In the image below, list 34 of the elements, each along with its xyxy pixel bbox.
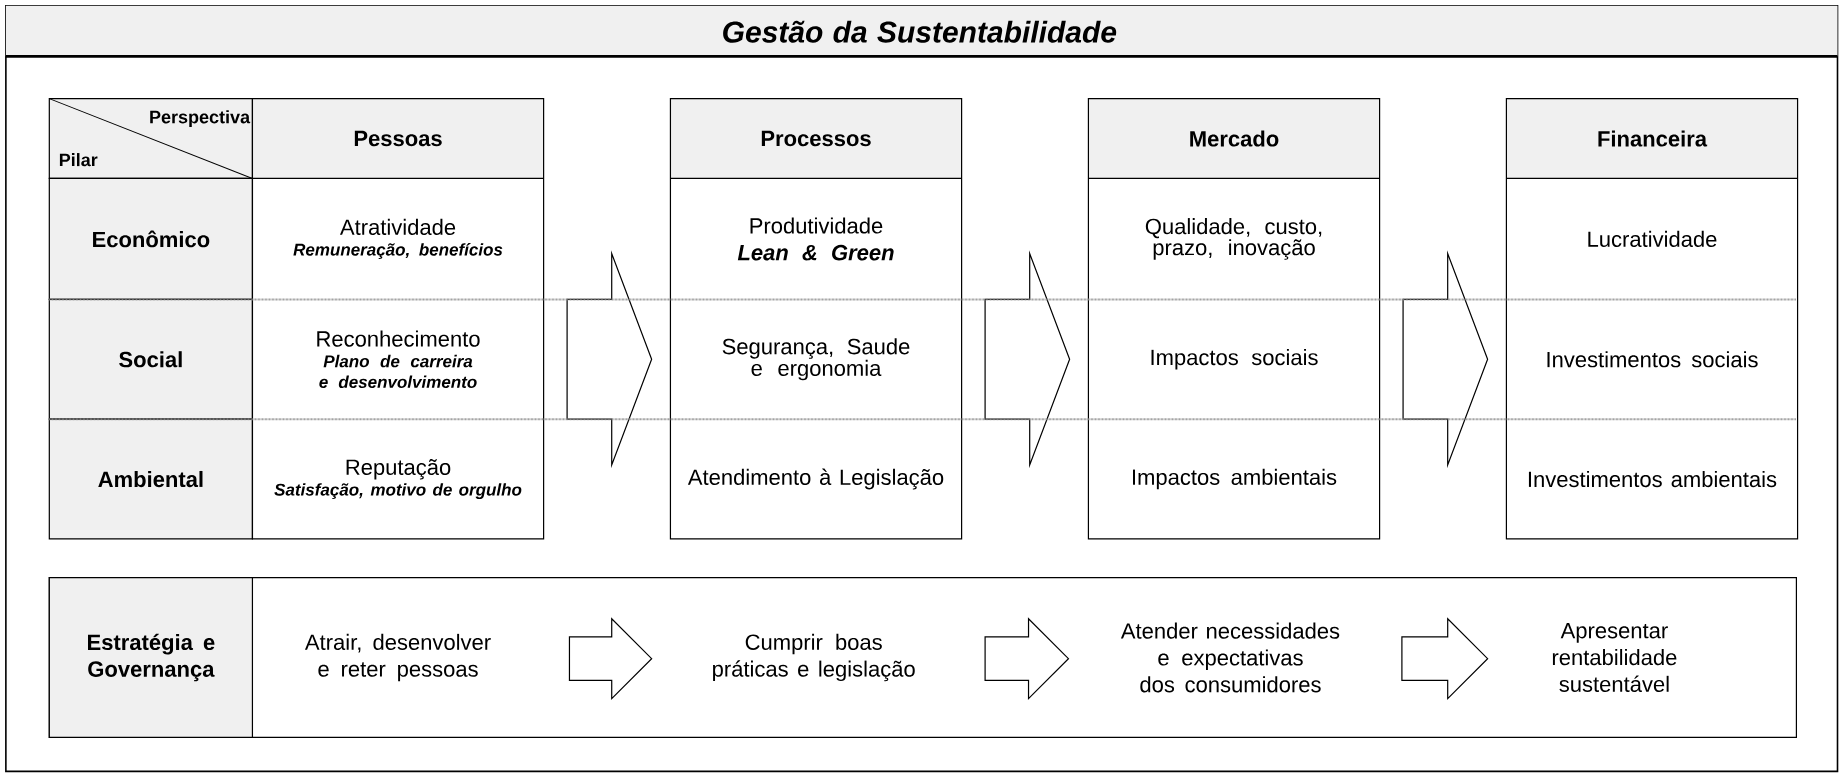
cell-text: Reputação Satisfação, motivo de orgulho	[274, 459, 522, 500]
cell-text: Produtividade Lean & Green	[737, 217, 894, 261]
cell-text: Investimentos sociais	[1547, 351, 1758, 368]
cell-text: Qualidade, custo, prazo, inovação	[1145, 218, 1322, 260]
block-arrow	[1402, 250, 1489, 469]
block-arrow	[984, 617, 1070, 701]
cell-text: Lucratividade	[1588, 230, 1717, 247]
step-text: Atender necessidades e expectativas dos consumidores	[1120, 622, 1340, 693]
row-header-cell: Econômico	[48, 177, 254, 300]
cell-text: Segurança, Saude e ergonomia	[722, 338, 910, 381]
title-bar: Gestão da Sustentabilidade	[5, 5, 1838, 58]
row-header-cell: Estratégia e Governança	[48, 577, 254, 738]
step-text: Cumprir boas práticas e legislação	[713, 633, 915, 682]
column-header: Mercado	[1190, 130, 1279, 147]
step-text: Apresentar rentabilidade sustentável	[1552, 623, 1677, 692]
column-header: Processos	[761, 130, 871, 147]
step-text: Atrair, desenvolver e reter pessoas	[304, 633, 491, 682]
cell-text: Atratividade Remuneração, benefícios	[293, 218, 503, 259]
block-arrow	[568, 617, 653, 701]
column-header: Financeira	[1598, 130, 1708, 147]
row-header-cell: Social	[48, 298, 254, 420]
cell-text: Reconhecimento Plano de carreira e desenvolvimento	[317, 330, 480, 389]
node-label: Perspectiva	[150, 110, 251, 127]
block-arrow	[1401, 617, 1489, 701]
column-header: Pessoas	[354, 130, 442, 147]
cell-text: Atendimento à Legislação	[687, 468, 944, 490]
cell-text: Investimentos ambientais	[1528, 470, 1777, 488]
cell-text: Impactos sociais	[1151, 349, 1318, 370]
cell-text: Impactos ambientais	[1132, 468, 1337, 490]
block-arrow	[566, 250, 653, 469]
row-header-cell: Ambiental	[48, 418, 254, 540]
block-arrow	[984, 250, 1071, 469]
node-label: Pilar	[59, 153, 98, 167]
corner-header-cell: Perspectiva Pilar	[48, 98, 254, 180]
